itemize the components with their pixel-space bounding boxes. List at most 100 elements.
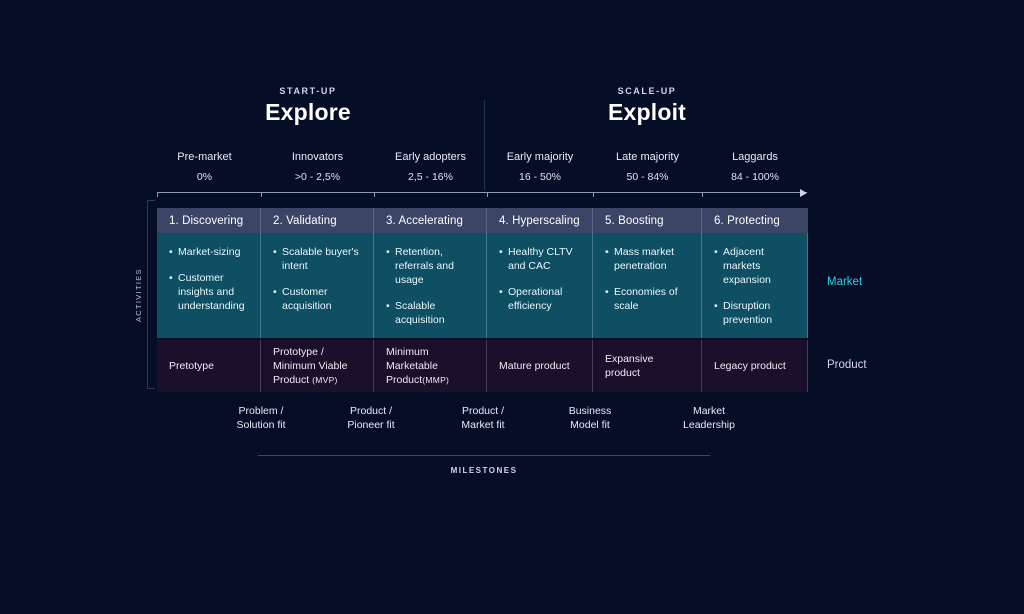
milestones-rule	[258, 455, 710, 456]
product-cell-mature: Mature product	[487, 340, 593, 392]
stage-header-protecting[interactable]: 6. Protecting	[702, 208, 808, 233]
stage-header-accelerating[interactable]: 3. Accelerating	[374, 208, 487, 233]
activity-bullet: Scalable acquisition	[386, 299, 476, 327]
milestones-caption: MILESTONES	[450, 466, 518, 475]
milestone-product-market-fit: Product / Market fit	[428, 404, 538, 432]
activity-bullet: Healthy CLTV and CAC	[499, 245, 582, 273]
milestone-problem-solution-fit: Problem / Solution fit	[206, 404, 316, 432]
segment-pct: >0 - 2,5%	[294, 171, 341, 183]
segment-name: Laggards	[732, 151, 778, 163]
phase-title-exploit: Exploit	[607, 99, 687, 125]
axis-arrow-icon	[800, 189, 807, 197]
product-abbr: (MMP)	[422, 375, 450, 385]
stage-label: 4. Hyperscaling	[499, 214, 580, 227]
segment-innovators: Innovators >0 - 2,5%	[261, 150, 374, 184]
milestone-line2: Market fit	[461, 419, 505, 431]
product-text: Legacy product	[714, 360, 786, 372]
activity-bullet: Disruption prevention	[714, 299, 797, 327]
product-text: Expansive product	[605, 353, 654, 379]
phase-kicker-exploit: SCALE-UP	[617, 86, 677, 96]
activity-bullet: Economies of scale	[605, 285, 691, 313]
activity-bullet: Adjacent markets expansion	[714, 245, 797, 287]
segment-early-majority: Early majority 16 - 50%	[487, 150, 593, 184]
phase-divider	[484, 100, 485, 190]
row-label-market: Market	[827, 276, 863, 288]
phase-title-explore: Explore	[265, 99, 351, 125]
activities-rail-cap-top	[147, 200, 155, 201]
activities-cell-hyperscaling: Healthy CLTV and CAC Operational efficie…	[487, 233, 593, 338]
segment-early-adopters: Early adopters 2,5 - 16%	[374, 150, 487, 184]
milestone-line1: Product /	[349, 405, 393, 417]
milestone-line1: Product /	[461, 405, 505, 417]
segment-late-majority: Late majority 50 - 84%	[593, 150, 702, 184]
product-row: Pretotype Prototype / Minimum Viable Pro…	[157, 340, 808, 392]
milestone-line1: Market	[692, 405, 726, 417]
activities-cell-boosting: Mass market penetration Economies of sca…	[593, 233, 702, 338]
axis-tick	[593, 192, 594, 197]
segment-name: Early adopters	[395, 151, 466, 163]
stage-header-discovering[interactable]: 1. Discovering	[157, 208, 261, 233]
product-text: Pretotype	[169, 360, 214, 372]
product-cell-mvp: Prototype / Minimum Viable Product (MVP)	[261, 340, 374, 392]
axis-tick	[487, 192, 488, 197]
stage-header-validating[interactable]: 2. Validating	[261, 208, 374, 233]
activity-bullet: Mass market penetration	[605, 245, 691, 273]
stage-header-hyperscaling[interactable]: 4. Hyperscaling	[487, 208, 593, 233]
activities-cell-discovering: Market-sizing Customer insights and unde…	[157, 233, 261, 338]
activities-cell-accelerating: Retention, referrals and usage Scalable …	[374, 233, 487, 338]
product-cell-legacy: Legacy product	[702, 340, 808, 392]
activity-bullet: Retention, referrals and usage	[386, 245, 476, 287]
milestone-line1: Business	[568, 405, 612, 417]
axis-tick	[702, 192, 703, 197]
milestone-market-leadership: Market Leadership	[654, 404, 764, 432]
segment-pct: 16 - 50%	[518, 171, 562, 183]
segment-pre-market: Pre-market 0%	[148, 150, 261, 184]
milestone-line2: Model fit	[570, 419, 610, 431]
product-cell-pretotype: Pretotype	[157, 340, 261, 392]
activity-bullet: Market-sizing	[169, 245, 250, 259]
axis-tick	[157, 192, 158, 197]
activity-bullet: Customer acquisition	[273, 285, 363, 313]
segment-name: Pre-market	[177, 151, 232, 163]
segment-laggards: Laggards 84 - 100%	[702, 150, 808, 184]
activity-bullet: Scalable buyer's intent	[273, 245, 363, 273]
milestone-line2: Pioneer fit	[347, 419, 395, 431]
axis-tick	[261, 192, 262, 197]
activity-bullet: Customer insights and understanding	[169, 271, 250, 313]
activities-axis-label: ACTIVITIES	[134, 268, 143, 322]
product-cell-mmp: Minimum Marketable Product(MMP)	[374, 340, 487, 392]
milestone-business-model-fit: Business Model fit	[535, 404, 645, 432]
segment-pct: 84 - 100%	[731, 171, 779, 183]
adoption-axis	[157, 192, 807, 193]
segment-name: Innovators	[291, 151, 344, 163]
stage-header-boosting[interactable]: 5. Boosting	[593, 208, 702, 233]
stage-label: 2. Validating	[273, 214, 337, 227]
milestone-line2: Solution fit	[236, 419, 286, 431]
segment-pct: 0%	[196, 171, 213, 183]
activity-bullet: Operational efficiency	[499, 285, 582, 313]
product-text: Prototype / Minimum Viable Product	[273, 346, 348, 386]
activities-cell-validating: Scalable buyer's intent Customer acquisi…	[261, 233, 374, 338]
activities-row: Market-sizing Customer insights and unde…	[157, 233, 808, 338]
product-text: Mature product	[499, 360, 570, 372]
milestone-line2: Leadership	[683, 419, 735, 431]
row-label-product: Product	[827, 359, 867, 371]
milestone-product-pioneer-fit: Product / Pioneer fit	[316, 404, 426, 432]
segment-pct: 2,5 - 16%	[408, 171, 453, 183]
activities-rail	[147, 200, 148, 388]
stage-label: 6. Protecting	[714, 214, 780, 227]
milestone-line1: Problem /	[238, 405, 284, 417]
product-cell-expansive: Expansive product	[593, 340, 702, 392]
axis-tick	[374, 192, 375, 197]
segment-name: Early majority	[506, 151, 574, 163]
product-text: Minimum Marketable Product	[386, 346, 438, 386]
stage-label: 5. Boosting	[605, 214, 664, 227]
product-abbr: (MVP)	[312, 375, 338, 385]
activities-rail-cap-bottom	[147, 388, 155, 389]
stage-header-row: 1. Discovering 2. Validating 3. Accelera…	[157, 208, 808, 233]
stage-label: 1. Discovering	[169, 214, 244, 227]
activities-cell-protecting: Adjacent markets expansion Disruption pr…	[702, 233, 808, 338]
segment-name: Late majority	[616, 151, 679, 163]
stage-label: 3. Accelerating	[386, 214, 463, 227]
